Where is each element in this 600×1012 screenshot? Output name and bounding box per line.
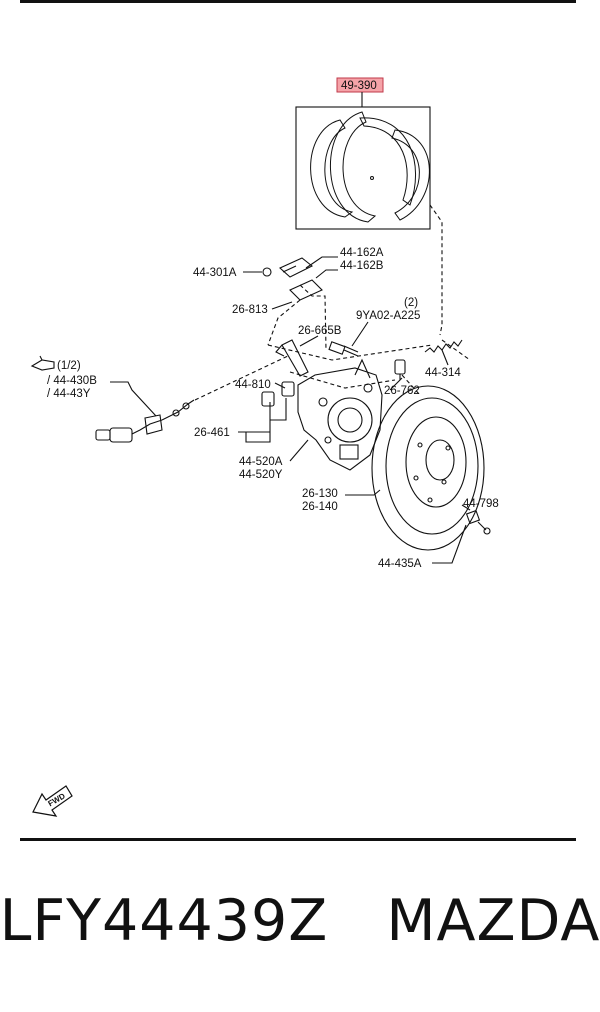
label-44-810: 44-810 (235, 379, 271, 391)
label-44-162B: 44-162B (340, 260, 384, 272)
brake-disc-icon (371, 385, 485, 551)
fwd-label: FWD (47, 791, 67, 808)
screw-icon (465, 509, 491, 535)
label-26-461: 26-461 (194, 427, 230, 439)
label-44-162A: 44-162A (340, 247, 384, 259)
abs-sensor-harness-icon (95, 399, 195, 443)
spring-icon (424, 339, 463, 353)
parking-lever-icon (275, 339, 309, 377)
label-44-314: 44-314 (425, 367, 461, 379)
label-26-665B: 26-665B (298, 325, 342, 337)
label-44-798: 44-798 (463, 498, 499, 510)
bleeder-screw-icon (394, 359, 406, 380)
hand-pointer-icon (30, 355, 55, 371)
label-9YA02-A225: 9YA02-A225 (356, 310, 420, 322)
bolt-icon (262, 267, 272, 277)
label-44-43Y: / 44-43Y (47, 388, 91, 400)
nut-icon (281, 381, 295, 397)
label-26-130: 26-130 (302, 488, 338, 500)
label-26-813: 26-813 (232, 304, 268, 316)
label-44-301A: 44-301A (193, 267, 237, 279)
label-9YA02-qty: (2) (404, 297, 418, 309)
label-44-435A: 44-435A (378, 558, 422, 570)
label-49-390: 49-390 (341, 80, 377, 92)
brake-assembly-diagram: 49-390 44-162A 44-162B 44-301A 26-813 (2… (30, 77, 499, 817)
highlight-49-390 (336, 77, 384, 93)
footer: LFY44439Z MAZDA (0, 888, 600, 978)
label-44-520Y: 44-520Y (239, 469, 283, 481)
label-44-520A: 44-520A (239, 456, 283, 468)
footer-divider (20, 838, 576, 841)
label-ref-page: (1/2) (57, 360, 81, 372)
hex-bolt-icon (328, 341, 359, 357)
fwd-arrow-icon: FWD (32, 785, 73, 817)
sleeve-bolt-icon (261, 391, 275, 407)
label-26-762: 26-762 (384, 385, 420, 397)
part-number: LFY44439Z (0, 888, 329, 954)
brake-shoe-frame (295, 106, 431, 230)
brake-shoes-icon (310, 111, 430, 223)
top-divider (20, 0, 576, 3)
caliper-bracket-icon (297, 358, 383, 471)
adjuster-plates-icon (279, 257, 323, 301)
label-26-140: 26-140 (302, 501, 338, 513)
brand-name: MAZDA (386, 888, 600, 954)
label-44-430B: / 44-430B (47, 375, 97, 387)
